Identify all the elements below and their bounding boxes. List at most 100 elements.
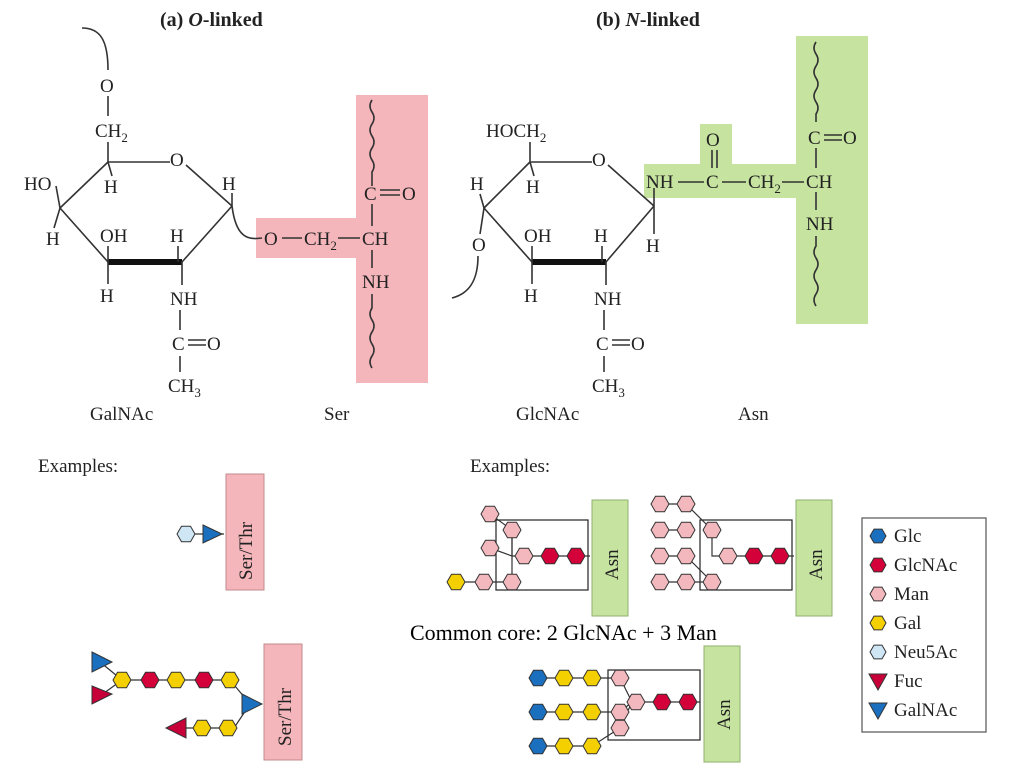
svg-text:H: H <box>100 286 114 307</box>
svg-text:H: H <box>170 226 184 247</box>
legend-item-man: Man <box>869 584 929 605</box>
glcnac-node <box>678 693 698 711</box>
svg-text:C: C <box>172 334 185 355</box>
gal-node <box>582 737 602 755</box>
sugar-label-glcnac: GlcNAc <box>516 404 579 425</box>
gal-node <box>554 669 574 687</box>
amino-label-asn: Asn <box>738 404 769 425</box>
svg-text:H: H <box>526 177 540 198</box>
title-o-linked: (a) O-linked <box>160 9 263 31</box>
legend-label: Fuc <box>894 671 923 692</box>
common-core-box <box>699 519 793 591</box>
legend-hexagon-icon <box>869 644 887 660</box>
o-linked-structure: O CH2 O HO H H OH H H H NH C O <box>24 27 428 400</box>
n-example-2: Asn <box>650 495 833 617</box>
svg-text:O: O <box>170 150 184 171</box>
residue-box <box>591 499 629 617</box>
gal-node <box>446 573 466 591</box>
man-node <box>650 521 670 539</box>
residue-box <box>263 643 303 761</box>
svg-text:HO: HO <box>24 174 51 195</box>
title-n-linked: (b) N-linked <box>596 9 700 31</box>
fuc-node <box>91 685 114 705</box>
svg-text:O: O <box>631 334 645 355</box>
legend-hexagon-icon <box>869 557 887 573</box>
man-node <box>650 573 670 591</box>
residue-label: Asn <box>602 549 623 580</box>
glcnac-node <box>194 671 214 689</box>
svg-text:O: O <box>592 150 606 171</box>
glcnac-node <box>140 671 160 689</box>
man-node <box>718 547 738 565</box>
man-node <box>702 573 722 591</box>
svg-text:CH: CH <box>362 229 389 250</box>
residue-box <box>225 473 265 591</box>
gal-node <box>582 703 602 721</box>
svg-text:CH2: CH2 <box>95 121 128 145</box>
neu5ac-node <box>176 525 196 543</box>
legend-item-gal: Gal <box>869 613 921 634</box>
common-core-box <box>495 519 589 591</box>
amino-label-ser: Ser <box>324 404 350 425</box>
n-example-3: Asn <box>528 645 741 763</box>
man-node <box>626 693 646 711</box>
svg-text:CH3: CH3 <box>168 376 201 400</box>
legend-hexagon-icon <box>869 528 887 544</box>
common-core-label: Common core: 2 GlcNAc + 3 Man <box>410 620 717 645</box>
glcnac-node <box>744 547 764 565</box>
man-node <box>474 573 494 591</box>
sugar-label-galnac: GalNAc <box>90 404 153 425</box>
svg-text:H: H <box>104 177 118 198</box>
legend-item-glcnac: GlcNAc <box>869 555 957 576</box>
residue-label: Ser/Thr <box>275 687 296 746</box>
legend-triangle-icon <box>868 673 888 692</box>
man-node <box>650 495 670 513</box>
examples-label-o: Examples: <box>38 456 118 477</box>
svg-text:H: H <box>524 286 538 307</box>
svg-text:O: O <box>402 184 416 205</box>
svg-text:C: C <box>706 172 719 193</box>
svg-text:O: O <box>100 76 114 97</box>
legend-label: Man <box>894 584 929 605</box>
man-node <box>514 547 534 565</box>
ser-backbone-highlight <box>356 95 428 383</box>
legend-label: Neu5Ac <box>894 642 957 663</box>
common-core-box <box>607 669 701 741</box>
svg-text:H: H <box>646 236 660 257</box>
svg-text:O: O <box>207 334 221 355</box>
man-node <box>650 547 670 565</box>
residue-label: Ser/Thr <box>236 521 257 580</box>
asn-sidechain-highlight <box>644 124 800 198</box>
gal-node <box>582 669 602 687</box>
n-example-1: Asn <box>446 499 629 617</box>
residue-label: Asn <box>714 699 735 730</box>
gal-node <box>554 703 574 721</box>
svg-text:C: C <box>808 128 821 149</box>
man-node <box>702 521 722 539</box>
svg-text:C: C <box>596 334 609 355</box>
man-node <box>610 669 630 687</box>
gal-node <box>218 719 238 737</box>
galnac-node <box>241 693 264 715</box>
gal-node <box>220 671 240 689</box>
glcnac-node <box>566 547 586 565</box>
man-node <box>502 573 522 591</box>
legend-item-neu5ac: Neu5Ac <box>869 642 957 663</box>
svg-text:CH: CH <box>806 172 833 193</box>
man-node <box>676 573 696 591</box>
svg-text:OH: OH <box>100 226 128 247</box>
man-node <box>480 505 500 523</box>
gal-node <box>112 671 132 689</box>
o-example-1: Ser/Thr <box>176 473 265 591</box>
man-node <box>502 521 522 539</box>
asn-backbone-highlight <box>796 36 868 324</box>
glc-node <box>528 737 548 755</box>
examples-label-n: Examples: <box>470 456 550 477</box>
legend-item-glc: Glc <box>869 526 921 547</box>
legend-label: Glc <box>894 526 921 547</box>
legend-hexagon-icon <box>869 586 887 602</box>
glcnac-node <box>540 547 560 565</box>
svg-text:NH: NH <box>170 289 198 310</box>
legend-triangle-icon <box>868 702 888 721</box>
